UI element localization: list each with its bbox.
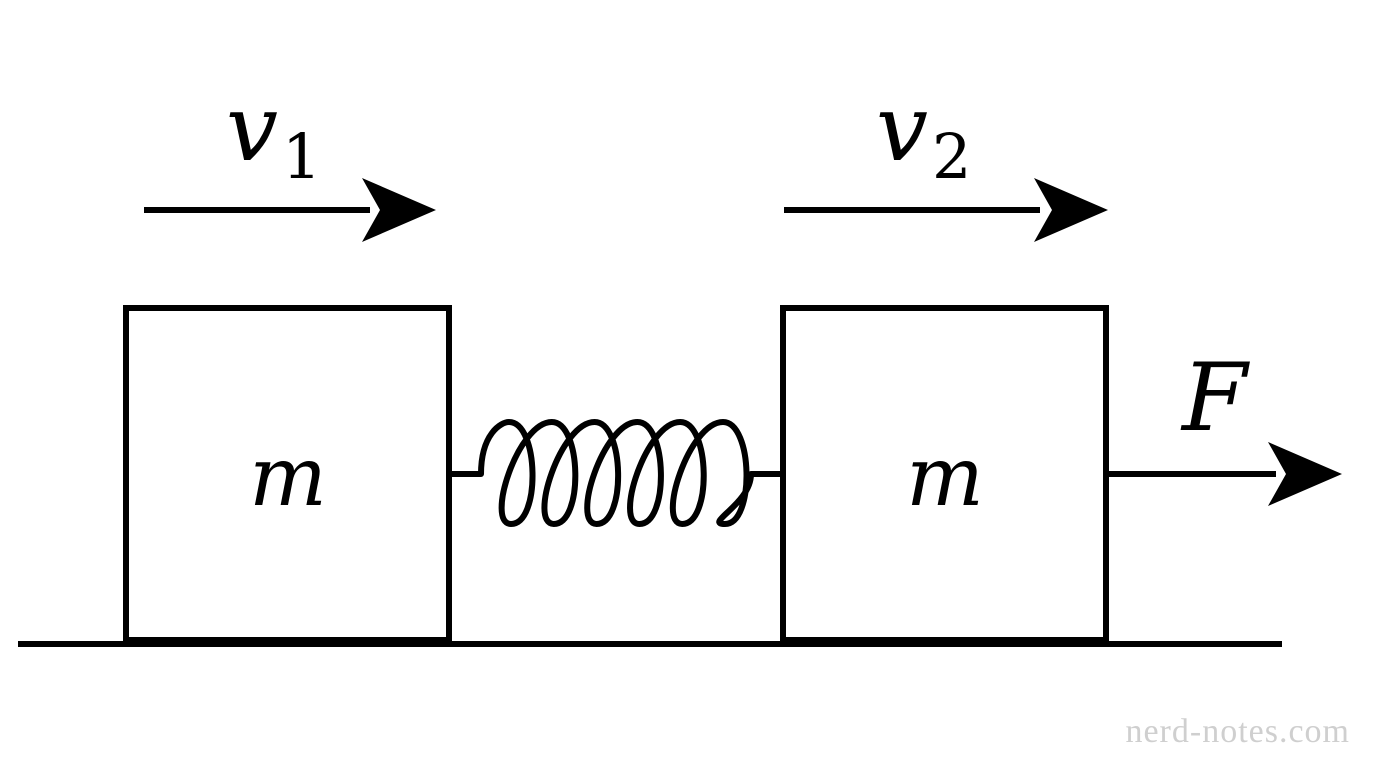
left-block-mass-label: m: [249, 430, 327, 525]
force-arrow: [1106, 442, 1342, 506]
velocity-label-left: v1: [226, 75, 321, 193]
right-block-mass-label: m: [906, 430, 984, 525]
velocity-label-right: v2: [876, 75, 971, 193]
spring: [446, 419, 786, 527]
watermark-text: nerd-notes.com: [1125, 713, 1350, 750]
velocity-arrow-left: [144, 178, 436, 242]
force-label: F: [1180, 344, 1250, 453]
velocity-arrow-right: [784, 178, 1108, 242]
